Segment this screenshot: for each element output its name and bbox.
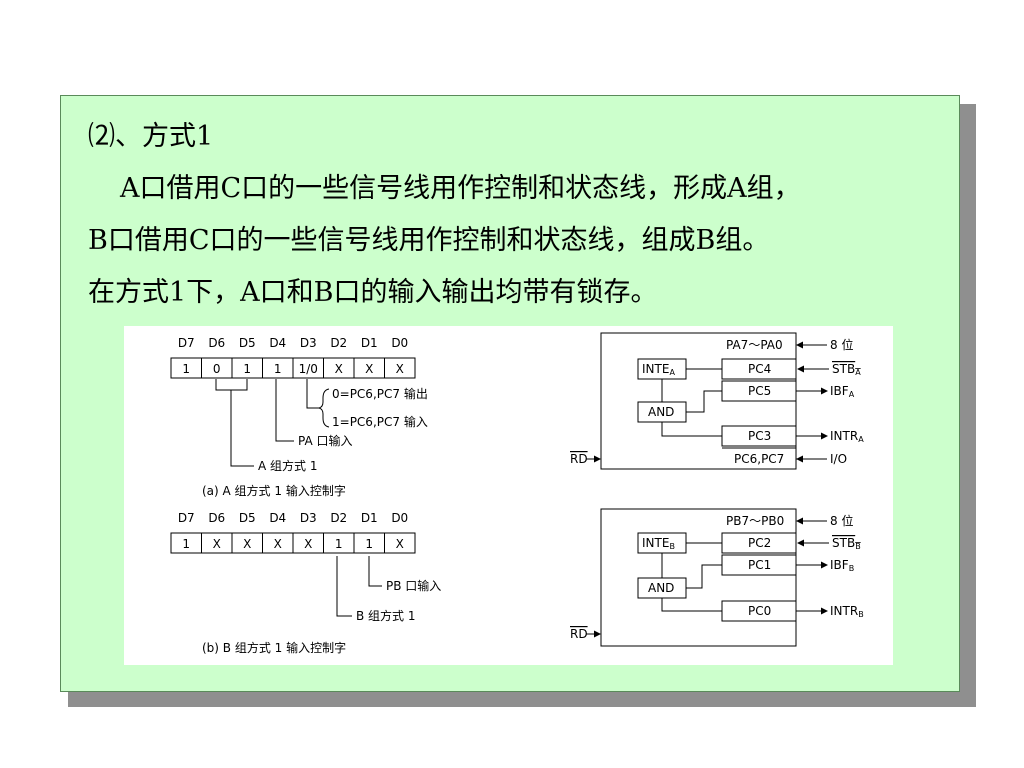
bit-header-a-2: D5 [239, 336, 256, 350]
pc2-label: PC2 [748, 536, 771, 550]
port-a-width: 8 位 [830, 337, 853, 352]
bit-header-a-0: D7 [178, 336, 195, 350]
stb-b-label: STBB [832, 536, 861, 551]
heading: ⑵、方式1 [88, 121, 214, 152]
bit-header-b-3: D4 [269, 511, 286, 525]
and-gate-a: AND [648, 405, 674, 419]
pb-port-label: PB 口输入 [386, 578, 441, 593]
pa-port-label: PA 口输入 [298, 433, 353, 448]
bit-headers-a: D7 D6 D5 D4 D3 D2 D1 D0 [178, 336, 408, 350]
bit-header-b-7: D0 [391, 511, 408, 525]
ibf-b-label: IBFB [830, 558, 854, 573]
bit-value-a-1: 0 [213, 362, 221, 376]
bit-value-b-4: X [304, 537, 312, 551]
caption-b: (b) B 组方式 1 输入控制字 [202, 640, 346, 655]
bit-header-a-7: D0 [391, 336, 408, 350]
bit-cell-a-7 [384, 357, 416, 379]
bit-value-b-1: X [213, 537, 221, 551]
port-b-label: PB7～PB0 [726, 514, 784, 528]
bit-header-b-2: D5 [239, 511, 256, 525]
bit-header-b-1: D6 [208, 511, 225, 525]
pc0-label: PC0 [748, 604, 771, 618]
intr-a-label: INTRA [830, 429, 864, 444]
bit-header-a-5: D2 [330, 336, 347, 350]
bit-value-b-2: X [243, 537, 251, 551]
bit-value-a-4: 1/0 [299, 362, 318, 376]
bit-header-b-6: D1 [361, 511, 378, 525]
group-b-mode-label: B 组方式 1 [356, 608, 416, 623]
pc1-label: PC1 [748, 558, 771, 572]
bit-header-a-3: D4 [269, 336, 286, 350]
port-b-width: 8 位 [830, 513, 853, 528]
paragraph-line-2: B口借用C口的一些信号线用作控制和状态线，组成B组。 [88, 225, 770, 256]
pc4-label: PC4 [748, 362, 771, 376]
bit-header-b-0: D7 [178, 511, 195, 525]
pc3-label: PC3 [748, 429, 771, 443]
pc6-pc7-label: PC6,PC7 [734, 452, 784, 466]
circuit-b: PB7～PB0 8 位 INTEB PC2 STBB PC1 IBFB AND … [570, 508, 864, 647]
ibf-a-label: IBFA [830, 384, 855, 399]
connectors-b [336, 556, 382, 617]
bit-value-b-0: 1 [182, 537, 190, 551]
stb-a-label: STBA [832, 362, 861, 377]
io-label: I/O [830, 452, 847, 466]
bit-value-a-2: 1 [243, 362, 251, 376]
paragraph-line-3: 在方式1下，A口和B口的输入输出均带有锁存。 [88, 277, 658, 308]
bit-header-b-4: D3 [300, 511, 317, 525]
inte-b-label: INTEB [642, 536, 675, 551]
bit-value-a-6: X [365, 362, 373, 376]
bit-cells-a: 1 0 1 1 1/0 X X X [170, 357, 416, 379]
port-a-label: PA7～PA0 [726, 338, 783, 352]
connectors-a [215, 379, 330, 467]
brace-option-0: 0=PC6,PC7 输出 [332, 386, 428, 401]
bit-value-b-6: 1 [365, 537, 373, 551]
bit-header-b-5: D2 [330, 511, 347, 525]
group-a-mode-label: A 组方式 1 [258, 458, 317, 473]
paragraph-line-1: A口借用C口的一些信号线用作控制和状态线，形成A组， [120, 173, 801, 204]
intr-b-label: INTRB [830, 604, 864, 619]
inte-a-label: INTEA [642, 362, 675, 377]
bit-value-b-5: 1 [335, 537, 343, 551]
bit-value-a-3: 1 [274, 362, 282, 376]
pc5-label: PC5 [748, 384, 771, 398]
brace-option-1: 1=PC6,PC7 输入 [332, 414, 428, 429]
caption-a: (a) A 组方式 1 输入控制字 [202, 483, 346, 498]
bit-cell-b-7 [384, 532, 416, 554]
bit-header-a-4: D3 [300, 336, 317, 350]
bit-value-a-0: 1 [182, 362, 190, 376]
bit-headers-b: D7 D6 D5 D4 D3 D2 D1 D0 [178, 511, 408, 525]
bit-value-a-7: X [396, 362, 404, 376]
bit-value-a-5: X [335, 362, 343, 376]
bit-cells-b: 1 X X X X 1 1 X [170, 532, 416, 554]
and-gate-b: AND [648, 581, 674, 595]
rd-b-label: RD [570, 627, 588, 641]
bit-header-a-6: D1 [361, 336, 378, 350]
bit-value-b-7: X [396, 537, 404, 551]
rd-a-label: RD [570, 452, 588, 466]
bit-value-b-3: X [274, 537, 282, 551]
circuit-a: PA7～PA0 8 位 INTEA PC4 STBA PC5 IBFA AND … [570, 332, 864, 470]
bit-header-a-1: D6 [208, 336, 225, 350]
